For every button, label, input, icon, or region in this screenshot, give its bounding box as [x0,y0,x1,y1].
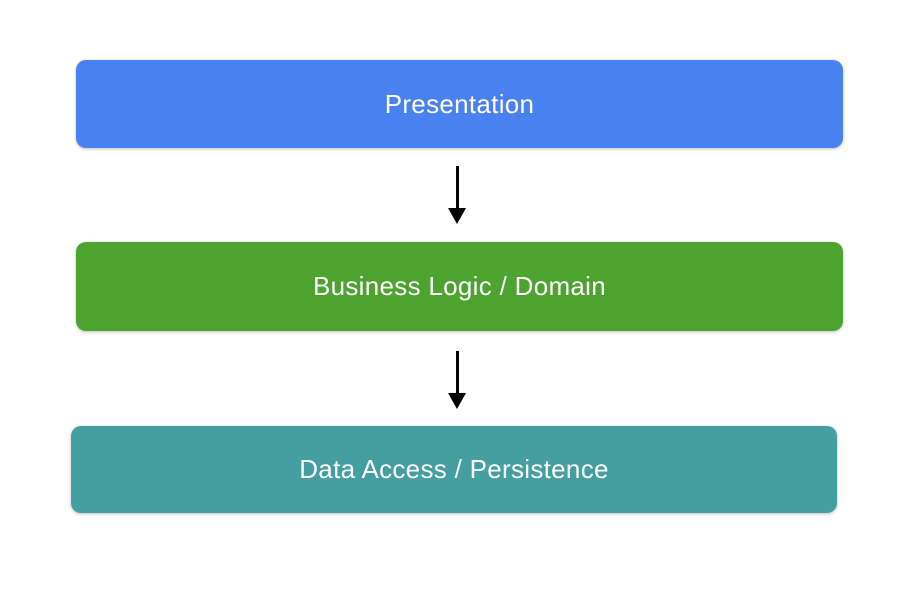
layer-data-access: Data Access / Persistence [71,426,837,513]
layer-presentation-label: Presentation [384,88,535,119]
arrow-head [448,393,466,409]
down-arrow-icon [447,351,467,409]
layer-data-access-label: Data Access / Persistence [299,454,609,484]
layer-business-logic-label: Business Logic / Domain [312,271,607,301]
layer-presentation: Presentation [76,60,843,148]
layer-business-logic: Business Logic / Domain [76,242,843,331]
arrow-line [455,166,459,208]
arrow-line [455,351,459,393]
arrow-head [448,208,466,224]
down-arrow-icon [447,166,467,224]
